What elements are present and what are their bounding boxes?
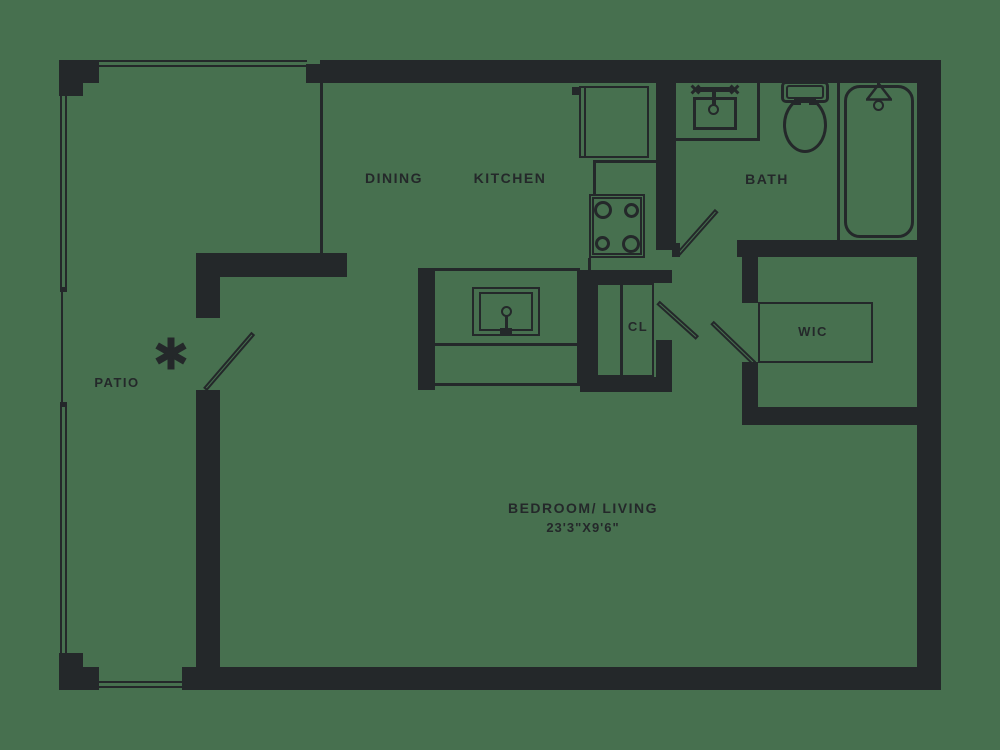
counter-top-edge xyxy=(433,268,580,271)
island-faucet-stem xyxy=(505,316,508,328)
window-left-connector xyxy=(61,292,63,402)
burner-bottom-left xyxy=(595,236,610,251)
wall-top xyxy=(320,60,941,83)
bathtub xyxy=(844,85,914,238)
wall-right xyxy=(917,60,941,690)
island-sink xyxy=(472,287,540,336)
vanity-edge-h xyxy=(676,138,760,141)
room-label-patio: PATIO xyxy=(94,375,140,390)
counter-bottom-edge xyxy=(433,383,580,386)
window-top xyxy=(99,60,307,67)
wall-hall-east-stub xyxy=(656,340,672,392)
bath-door xyxy=(675,208,719,258)
wall-counter-block xyxy=(418,268,435,390)
window-left-upper xyxy=(60,95,67,290)
wall-dining-west-line xyxy=(320,67,323,253)
closet-door xyxy=(656,300,700,340)
wall-corner-top-left-a xyxy=(59,60,99,83)
vanity-edge-v xyxy=(757,83,760,140)
wall-wic-west-upper xyxy=(742,257,758,303)
wall-bath-south xyxy=(737,240,917,257)
room-label-dining: DINING xyxy=(365,170,423,186)
wall-corner-bottom-left-a xyxy=(59,653,83,690)
stove-side-line xyxy=(588,258,591,271)
burner-top-right xyxy=(624,203,639,218)
wic-shelf-box xyxy=(758,302,873,363)
burner-bottom-right xyxy=(622,235,640,253)
wall-dining-arm xyxy=(196,253,347,277)
burner-top-left xyxy=(594,201,612,219)
patio-door xyxy=(203,331,256,392)
fridge-door-line xyxy=(584,88,586,156)
wall-top-window-jamb xyxy=(306,64,322,83)
vanity-faucet-knob xyxy=(708,104,719,115)
wall-closet-west xyxy=(580,283,596,390)
window-left-cap-upper xyxy=(60,287,67,292)
wic-door xyxy=(710,320,757,366)
kitchen-counter-edge-v xyxy=(593,160,596,194)
room-label-closet: CL xyxy=(627,319,649,334)
vanity-faucet-stem xyxy=(712,92,716,106)
closet-divider xyxy=(620,283,623,377)
wall-kitchen-east xyxy=(656,83,676,250)
room-label-bedroom-dimensions: 23'3"X9'6" xyxy=(546,520,620,535)
room-label-bath: BATH xyxy=(745,171,789,187)
toilet-bowl xyxy=(783,97,827,153)
wall-patio-lower xyxy=(196,390,220,667)
wall-wic-west-lower xyxy=(742,362,758,407)
island-faucet-base xyxy=(500,328,512,335)
patio-asterisk-icon xyxy=(155,337,187,369)
counter-right-edge xyxy=(577,268,580,385)
room-label-kitchen: KITCHEN xyxy=(473,170,547,186)
counter-mid-edge xyxy=(433,343,580,346)
tub-separator-line xyxy=(837,83,840,240)
shower-knob xyxy=(873,100,884,111)
window-left-lower xyxy=(60,405,67,653)
room-label-wic: WIC xyxy=(798,324,828,339)
wall-kitchen-east-jamb xyxy=(672,243,680,257)
room-label-bedroom-living: BEDROOM/ LIVING xyxy=(507,500,659,516)
stove xyxy=(589,194,645,258)
shower-head-icon xyxy=(866,83,892,101)
window-bottom xyxy=(99,681,182,688)
fridge-hinge-tab xyxy=(572,87,580,95)
wall-corner-top-left-b xyxy=(59,83,83,96)
wall-closet-bottom-stub xyxy=(580,377,672,392)
vanity-faucet-bar xyxy=(697,87,734,92)
closet-box xyxy=(596,283,654,377)
wall-corner-bottom-left-b xyxy=(83,667,99,690)
shower-head-stem xyxy=(877,73,880,85)
window-left-cap-lower xyxy=(60,402,67,407)
wall-bottom xyxy=(182,667,941,690)
wall-wic-south xyxy=(742,407,941,425)
fridge xyxy=(579,86,649,158)
kitchen-counter-edge-h xyxy=(593,160,656,163)
stove-inner xyxy=(592,197,642,255)
wall-hall-top-stub xyxy=(580,270,672,283)
